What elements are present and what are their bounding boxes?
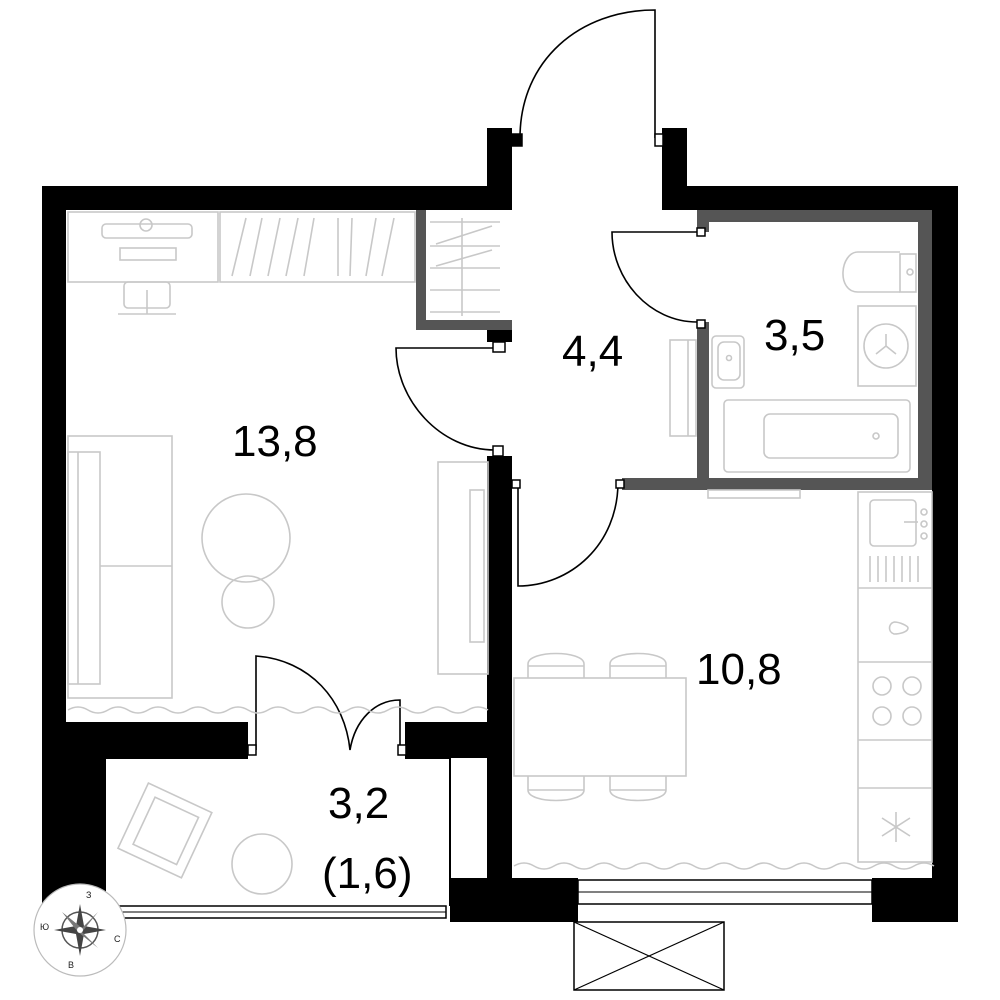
balcony-reduced-area: (1,6) xyxy=(322,849,412,898)
compass-rose: З Ю С В xyxy=(33,883,127,977)
windows xyxy=(67,706,935,991)
bathroom-fixtures xyxy=(669,251,917,473)
living-room-area: 13,8 xyxy=(232,417,318,466)
balcony-door[interactable] xyxy=(255,655,401,751)
bathroom-door[interactable] xyxy=(611,231,698,323)
bathroom-walls xyxy=(416,210,932,490)
hallway-area: 4,4 xyxy=(562,327,623,376)
balcony-frame xyxy=(106,757,451,906)
kitchen-area: 10,8 xyxy=(696,645,782,694)
doors xyxy=(247,9,706,756)
entrance-door[interactable] xyxy=(519,9,656,139)
balcony-area: 3,2 xyxy=(328,779,389,828)
compass-north: С xyxy=(114,934,121,944)
compass-west: З xyxy=(86,890,91,900)
compass-south: Ю xyxy=(40,922,49,932)
balcony-furniture xyxy=(116,781,293,895)
kitchen-furniture xyxy=(513,489,933,863)
bathroom-area: 3,5 xyxy=(764,311,825,360)
kitchen-door[interactable] xyxy=(517,481,619,587)
living-room-furniture xyxy=(67,211,500,699)
living-room-door[interactable] xyxy=(395,347,496,451)
outer-walls xyxy=(42,128,958,922)
compass-east: В xyxy=(68,960,74,970)
